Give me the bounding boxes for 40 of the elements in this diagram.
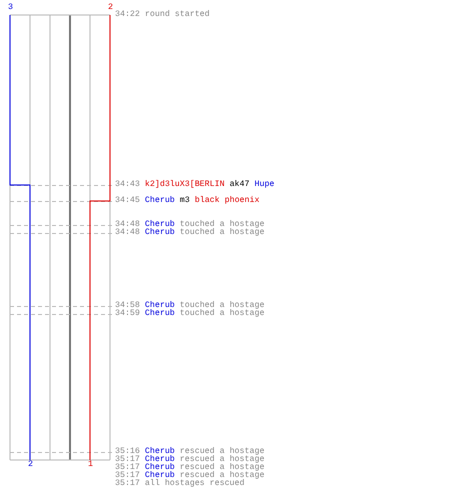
timestamp: 34:43 <box>115 180 140 189</box>
event-text: rescued a hostage <box>180 455 264 464</box>
timestamp: 34:48 <box>115 228 140 237</box>
timestamp: 35:17 <box>115 463 140 472</box>
timestamp: 34:58 <box>115 301 140 310</box>
event-text: touched a hostage <box>180 220 264 229</box>
event-text: rescued a hostage <box>180 471 264 480</box>
timestamp: 34:48 <box>115 220 140 229</box>
event-text: touched a hostage <box>180 309 264 318</box>
team-count: 1 <box>88 461 93 469</box>
player-name: Cherub <box>144 228 175 237</box>
timestamp: 35:17 <box>115 471 140 480</box>
weapon-name: m3 <box>180 196 190 205</box>
player-name: Cherub <box>144 455 175 464</box>
timestamp: 34:22 <box>115 10 140 19</box>
timestamp: 34:45 <box>115 196 140 205</box>
player-name: Cherub <box>144 196 175 205</box>
weapon-name: ak47 <box>230 180 250 189</box>
event-text: touched a hostage <box>180 228 264 237</box>
player-name: k2]d3luX3[BERLIN <box>144 180 225 189</box>
player-name: Cherub <box>144 301 175 310</box>
team-count: 2 <box>108 4 113 12</box>
player-name: black phoenix <box>194 196 260 205</box>
timestamp: 35:17 <box>115 455 140 464</box>
player-name: Cherub <box>144 220 175 229</box>
team-count: 3 <box>8 4 13 12</box>
event-text: rescued a hostage <box>180 447 264 456</box>
event-text: touched a hostage <box>180 301 264 310</box>
timestamp: 35:17 <box>115 479 140 488</box>
event-text: round started <box>144 10 210 19</box>
player-name: Cherub <box>144 471 175 480</box>
event-text: rescued a hostage <box>180 463 264 472</box>
player-name: Cherub <box>144 463 175 472</box>
team-count: 2 <box>28 461 33 469</box>
player-name: Cherub <box>144 309 175 318</box>
player-name: Hupe <box>254 180 274 189</box>
event-text: all hostages rescued <box>144 479 244 488</box>
player-name: Cherub <box>144 447 175 456</box>
timestamp: 34:59 <box>115 309 140 318</box>
timestamp: 35:16 <box>115 447 140 456</box>
